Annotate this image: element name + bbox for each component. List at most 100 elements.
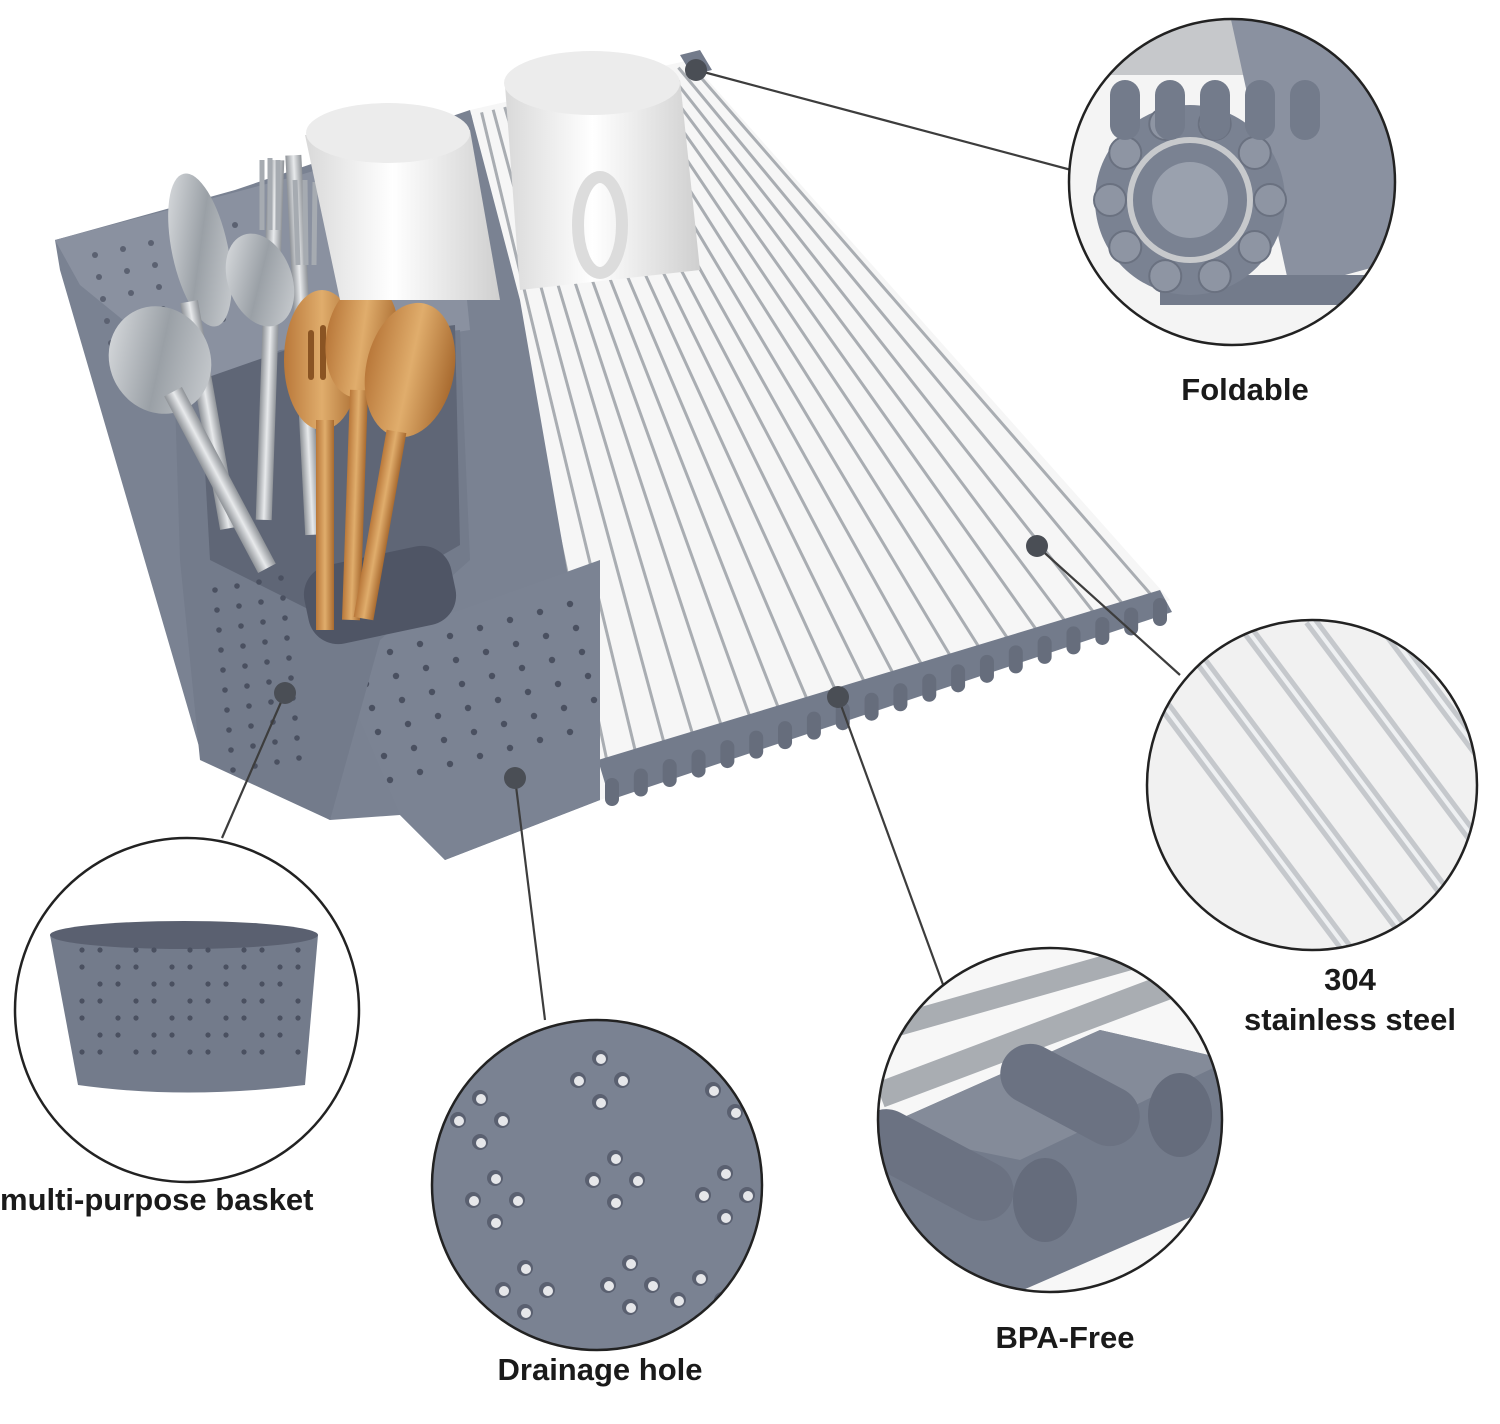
basket-hole xyxy=(246,703,252,709)
basket-hole xyxy=(274,759,280,765)
basket-hole xyxy=(224,707,230,713)
basket-hole xyxy=(222,687,228,693)
drain-hole-closeup xyxy=(727,1060,743,1076)
label-foldable: Foldable xyxy=(1181,372,1309,407)
basket-hole xyxy=(284,635,290,641)
drain-hole xyxy=(398,696,406,704)
steel-rod xyxy=(630,77,1017,651)
drain-hole xyxy=(470,728,478,736)
basket-closeup-hole xyxy=(259,998,265,1004)
drain-hole xyxy=(92,252,98,258)
detail-basket xyxy=(13,836,361,1184)
rod-end-cap xyxy=(633,768,648,797)
drain-hole xyxy=(464,704,472,712)
drain-hole-light xyxy=(674,1296,684,1306)
drain-hole-light xyxy=(521,1308,531,1318)
basket-closeup-hole xyxy=(97,947,103,953)
basket-hole xyxy=(234,583,240,589)
drain-hole xyxy=(96,274,102,280)
basket-hole xyxy=(226,727,232,733)
basket-closeup-hole xyxy=(79,1049,85,1055)
basket-closeup-hole xyxy=(259,981,265,987)
drain-hole-light xyxy=(699,1191,709,1201)
rod-end-cap xyxy=(1095,616,1110,645)
callout-dot-basket xyxy=(274,682,296,704)
drain-hole-light xyxy=(491,1218,501,1228)
label-multi-purpose-basket: multi-purpose basket xyxy=(0,1182,314,1217)
drain-hole xyxy=(104,318,110,324)
dish-rack-main xyxy=(55,50,1172,860)
basket-inner-slot xyxy=(303,545,457,645)
drain-hole xyxy=(554,680,562,688)
steel-rods-closeup xyxy=(1147,620,1477,950)
basket-closeup-hole xyxy=(295,947,301,953)
rod-end-cap xyxy=(1153,598,1167,626)
cups xyxy=(305,51,700,300)
basket-hole xyxy=(294,735,300,741)
basket-hole xyxy=(264,659,270,665)
rod-end-cap xyxy=(691,749,706,778)
label-bpa-free: BPA-Free xyxy=(995,1320,1135,1355)
basket-hole xyxy=(282,615,288,621)
basket-closeup-hole xyxy=(187,1015,193,1021)
drain-hole xyxy=(374,728,382,736)
drain-hole-closeup xyxy=(692,1314,708,1330)
rod-end-cap xyxy=(893,683,908,712)
drain-hole xyxy=(392,672,400,680)
wooden-spoon-head xyxy=(364,302,456,438)
spoon-handle xyxy=(164,387,276,573)
silicone-knob xyxy=(1000,1043,1140,1147)
basket-hole xyxy=(256,579,262,585)
basket-closeup-hole xyxy=(223,964,229,970)
basket-hole xyxy=(244,683,250,689)
steel-rod xyxy=(677,66,1133,615)
spoon-bowl xyxy=(108,306,212,414)
steel-rod xyxy=(480,112,641,767)
drain-hole-light xyxy=(696,1274,706,1284)
drain-hole-closeup xyxy=(749,1082,762,1098)
drain-hole-light xyxy=(709,1086,719,1096)
basket-closeup-hole xyxy=(223,981,229,987)
rolled-bump xyxy=(1290,80,1320,140)
rod-end-cap xyxy=(951,664,966,693)
basket-closeup-hole xyxy=(205,981,211,987)
basket-closeup-hole xyxy=(277,964,283,970)
rod-end-cap xyxy=(605,778,619,806)
drain-hole xyxy=(404,720,412,728)
wooden-spoon-handle xyxy=(341,389,369,621)
basket-closeup-hole xyxy=(133,998,139,1004)
basket-hole xyxy=(260,619,266,625)
rod-end-cap xyxy=(749,730,764,759)
steel-rod-highlight xyxy=(1308,620,1477,950)
cup-body xyxy=(505,80,700,290)
drain-hole xyxy=(542,632,550,640)
drain-hole xyxy=(440,736,448,744)
rolled-bump xyxy=(1148,259,1183,294)
drain-hole xyxy=(566,600,574,608)
callout-dot-bpa xyxy=(827,686,849,708)
rolled-bump xyxy=(1200,80,1230,140)
drain-hole-light xyxy=(604,1281,614,1291)
cup-bottom xyxy=(306,103,470,163)
drain-hole xyxy=(410,744,418,752)
callout-dots xyxy=(274,59,1048,789)
basket-closeup-hole xyxy=(79,1015,85,1021)
drain-hole xyxy=(458,680,466,688)
basket-hole xyxy=(278,575,284,581)
basket-closeup-hole xyxy=(97,998,103,1004)
basket-hole xyxy=(288,675,294,681)
rolled-bump xyxy=(1108,135,1143,170)
basket-closeup-hole xyxy=(151,1049,157,1055)
basket-closeup-hole xyxy=(241,1015,247,1021)
drain-hole xyxy=(590,696,598,704)
basket-closeup-hole xyxy=(79,947,85,953)
drain-hole xyxy=(500,720,508,728)
detail-drainage xyxy=(430,1018,764,1352)
drain-hole xyxy=(578,648,586,656)
utensils xyxy=(108,154,456,630)
drain-hole-light xyxy=(521,1264,531,1274)
basket-closeup-hole xyxy=(205,1032,211,1038)
rolled-bump xyxy=(1245,80,1275,140)
drain-hole-light xyxy=(718,1296,728,1306)
steel-rod xyxy=(688,64,1162,606)
